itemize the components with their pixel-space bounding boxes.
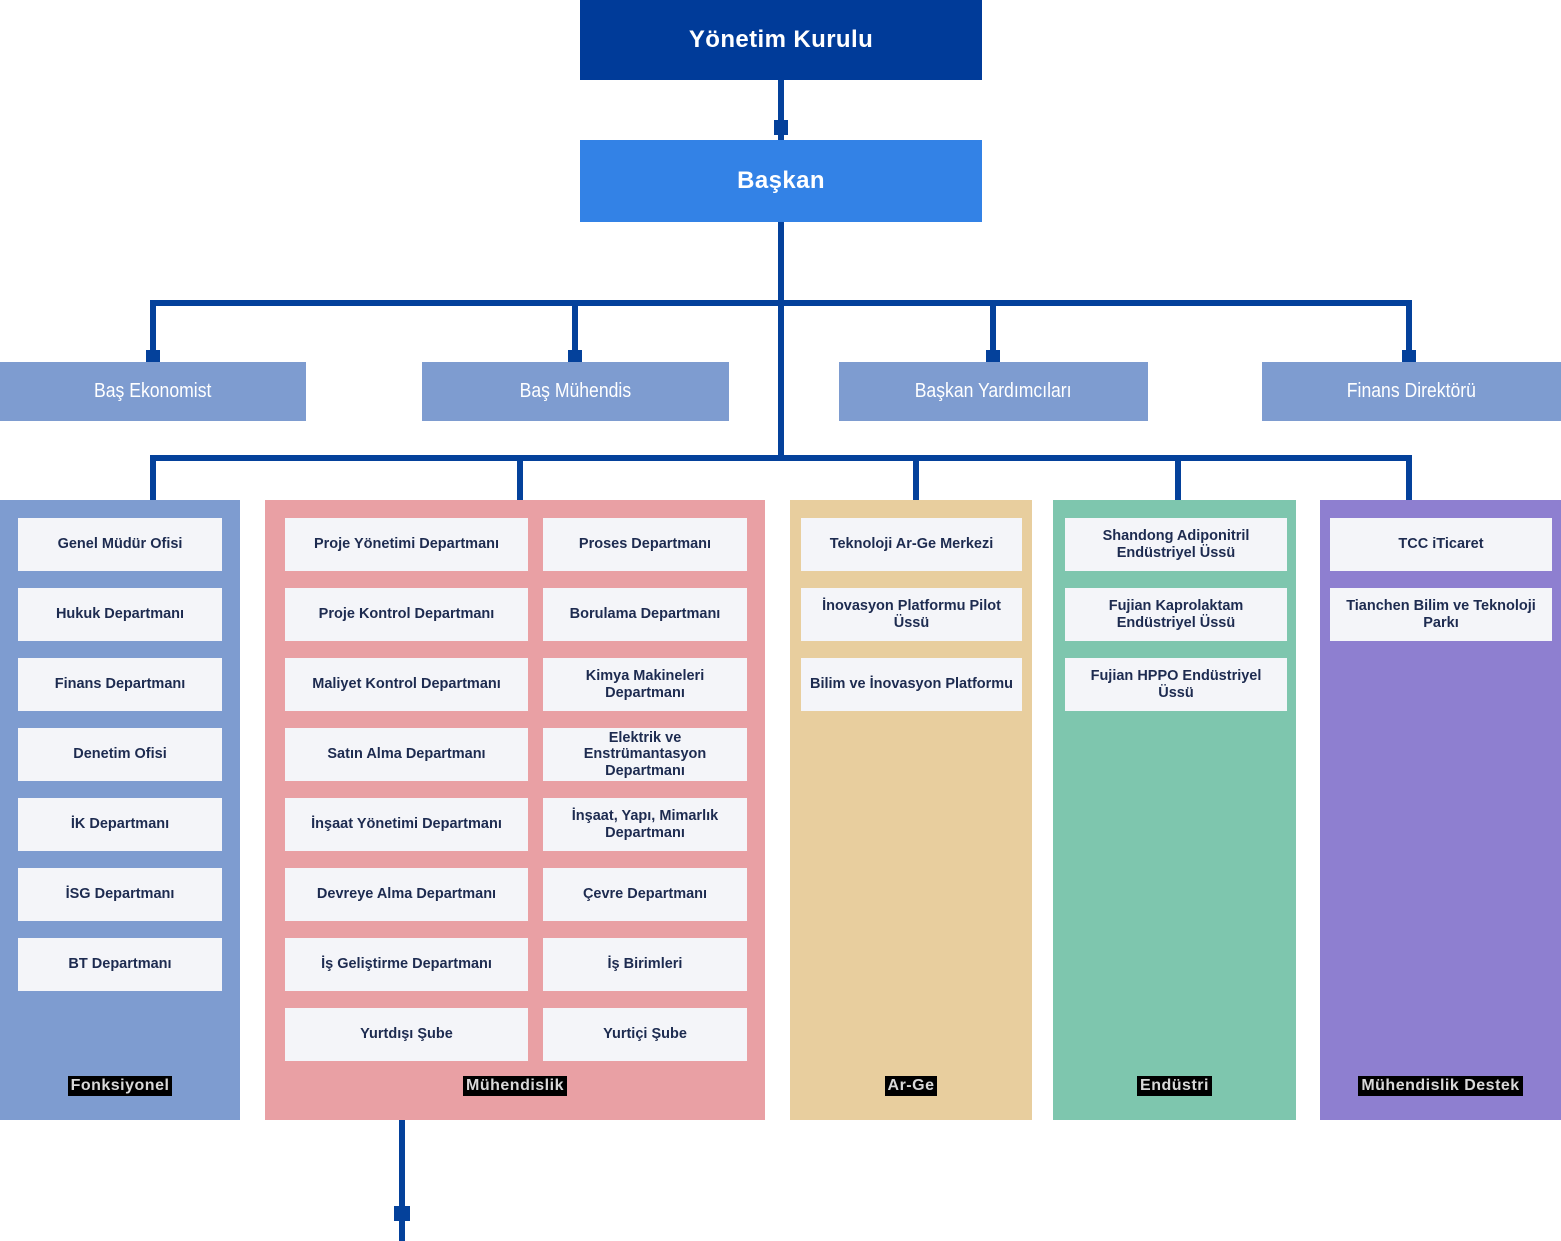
column-fonksiyonel: Genel Müdür Ofisi Hukuk Departmanı Finan… <box>0 500 240 1120</box>
org-node-yonetim-kurulu: Yönetim Kurulu <box>580 0 982 80</box>
org-node: TCC iTicaret <box>1330 518 1552 571</box>
org-node: İSG Departmanı <box>18 868 222 921</box>
org-node: İnşaat Yönetimi Departmanı <box>285 798 528 851</box>
column-tag-fonksiyonel: Fonksiyonel <box>0 1076 240 1096</box>
column-arge: Teknoloji Ar-Ge Merkezi İnovasyon Platfo… <box>790 500 1032 1120</box>
org-node: Maliyet Kontrol Departmanı <box>285 658 528 711</box>
connector-node-square <box>1402 350 1416 365</box>
connector-node-square <box>146 350 160 365</box>
org-node: İnovasyon Platformu Pilot Üssü <box>801 588 1022 641</box>
connector-root-president <box>778 80 784 140</box>
connector-drop-col-arge <box>913 461 919 500</box>
connector-node-square <box>394 1206 410 1221</box>
org-node: İK Departmanı <box>18 798 222 851</box>
connector-drop-ekonomist <box>150 306 156 362</box>
column-muhendislik-destek: TCC iTicaret Tianchen Bilim ve Teknoloji… <box>1320 500 1561 1120</box>
org-node: Genel Müdür Ofisi <box>18 518 222 571</box>
org-node: Fujian HPPO Endüstriyel Üssü <box>1065 658 1287 711</box>
org-node-label: Yönetim Kurulu <box>688 26 874 53</box>
column-tag-muhendislik-destek: Mühendislik Destek <box>1320 1076 1561 1096</box>
org-node-finans-direktoru: Finans Direktörü <box>1262 362 1561 421</box>
org-node: İnşaat, Yapı, Mimarlık Departmanı <box>543 798 747 851</box>
org-node-label: Başkan <box>737 167 825 194</box>
org-node: Borulama Departmanı <box>543 588 747 641</box>
connector-drop-yardimcilari <box>990 306 996 362</box>
org-node: Shandong Adiponitril Endüstriyel Üssü <box>1065 518 1287 571</box>
connector-president-trunk <box>778 222 784 461</box>
org-node: Satın Alma Departmanı <box>285 728 528 781</box>
org-node: Kimya Makineleri Departmanı <box>543 658 747 711</box>
connector-yurtdisi-extension <box>399 1120 405 1241</box>
org-node-bas-muhendis: Baş Mühendis <box>422 362 729 421</box>
connector-drop-col-destek <box>1406 461 1412 500</box>
org-node: Elektrik ve Enstrümantasyon Departmanı <box>543 728 747 781</box>
org-node: Yurtdışı Şube <box>285 1008 528 1061</box>
connector-drop-col-fonksiyonel <box>150 461 156 500</box>
org-node: İş Geliştirme Departmanı <box>285 938 528 991</box>
org-node: Proje Yönetimi Departmanı <box>285 518 528 571</box>
connector-exec-rail <box>150 300 1412 306</box>
org-node-label: Başkan Yardımcıları <box>915 380 1072 402</box>
column-tag-muhendislik: Mühendislik <box>265 1076 765 1096</box>
org-node-bas-ekonomist: Baş Ekonomist <box>0 362 306 421</box>
org-node-baskan: Başkan <box>580 140 982 222</box>
org-node: Denetim Ofisi <box>18 728 222 781</box>
connector-drop-col-endustri <box>1175 461 1181 500</box>
org-node: Tianchen Bilim ve Teknoloji Parkı <box>1330 588 1552 641</box>
org-node: İş Birimleri <box>543 938 747 991</box>
org-node: Hukuk Departmanı <box>18 588 222 641</box>
org-node: Proje Kontrol Departmanı <box>285 588 528 641</box>
connector-drop-muhendis <box>572 306 578 362</box>
connector-node-square <box>774 120 788 135</box>
org-node: Teknoloji Ar-Ge Merkezi <box>801 518 1022 571</box>
org-node-label: Baş Ekonomist <box>94 380 212 402</box>
org-node: BT Departmanı <box>18 938 222 991</box>
connector-node-square <box>568 350 582 365</box>
org-node: Finans Departmanı <box>18 658 222 711</box>
column-tag-endustri: Endüstri <box>1053 1076 1296 1096</box>
org-node: Çevre Departmanı <box>543 868 747 921</box>
org-node: Devreye Alma Departmanı <box>285 868 528 921</box>
connector-column-rail <box>150 455 1412 461</box>
column-muhendislik: Proje Yönetimi Departmanı Proje Kontrol … <box>265 500 765 1120</box>
connector-drop-finans <box>1406 306 1412 362</box>
org-node: Bilim ve İnovasyon Platformu <box>801 658 1022 711</box>
org-node: Proses Departmanı <box>543 518 747 571</box>
column-tag-arge: Ar-Ge <box>790 1076 1032 1096</box>
connector-node-square <box>986 350 1000 365</box>
column-endustri: Shandong Adiponitril Endüstriyel Üssü Fu… <box>1053 500 1296 1120</box>
org-node: Yurtiçi Şube <box>543 1008 747 1061</box>
org-node-baskan-yardimcilari: Başkan Yardımcıları <box>839 362 1148 421</box>
org-node-label: Baş Mühendis <box>519 380 632 402</box>
org-node: Fujian Kaprolaktam Endüstriyel Üssü <box>1065 588 1287 641</box>
connector-drop-col-muhendislik <box>517 461 523 500</box>
org-node-label: Finans Direktörü <box>1346 380 1477 402</box>
